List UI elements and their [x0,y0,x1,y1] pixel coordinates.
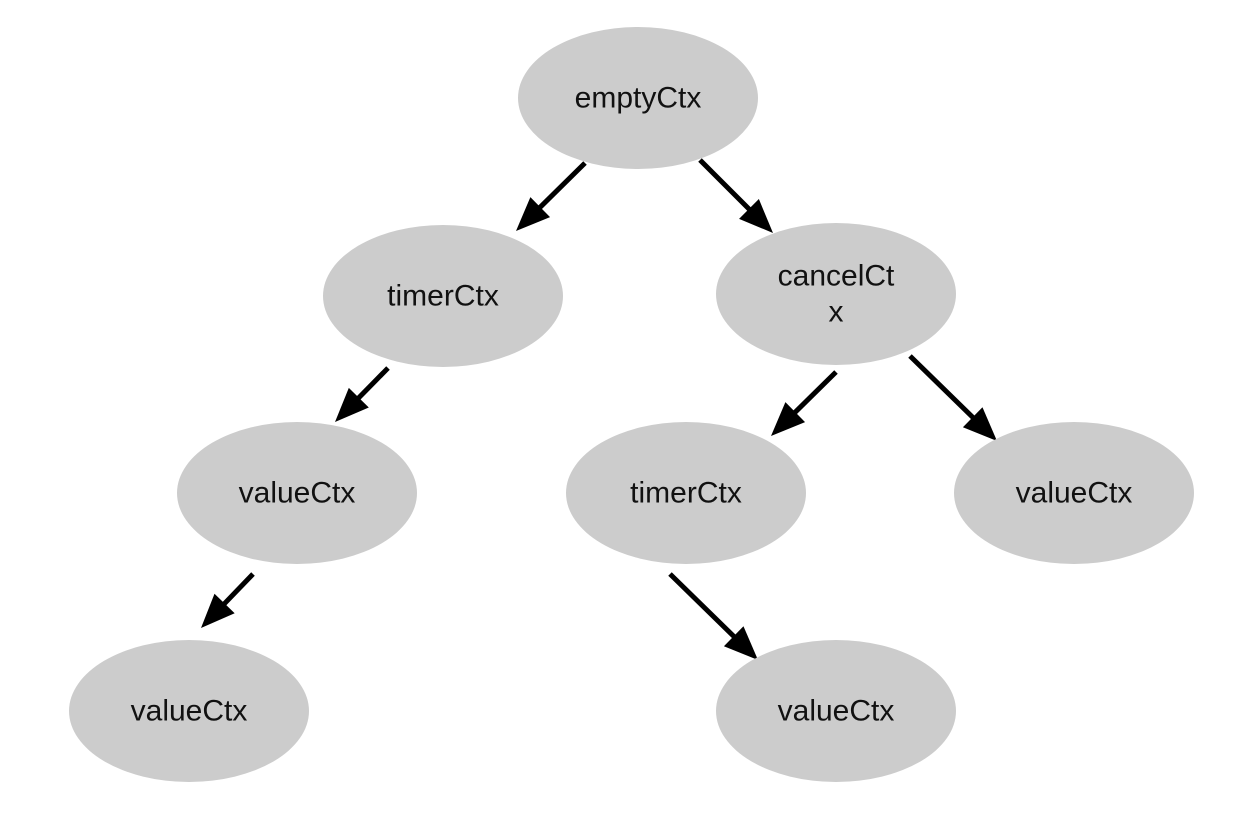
arrowhead-icon [201,593,235,628]
edge-line [537,161,587,211]
edge-line [355,366,390,401]
node-ellipse [716,640,956,782]
node-ellipse [69,640,309,782]
node-label: valueCtx [778,695,895,728]
node-label: valueCtx [131,695,248,728]
arrowhead-icon [516,197,551,231]
arrowhead-icon [962,407,997,441]
node-n4: timerCtx [566,422,806,564]
node-n0: emptyCtx [518,27,758,169]
edge-line [668,572,737,640]
edge-arrow-n2-n4 [771,370,838,436]
edge-line [698,158,753,213]
node-label: x [829,296,844,329]
node-ellipse [177,422,417,564]
node-label: valueCtx [1016,477,1133,510]
arrowhead-icon [771,402,806,436]
node-n7: valueCtx [716,640,956,782]
node-n1: timerCtx [323,225,563,367]
node-n3: valueCtx [177,422,417,564]
node-label: timerCtx [630,477,742,510]
edge-line [908,354,976,421]
arrowhead-icon [739,199,773,233]
edge-arrow-n2-n5 [908,354,997,441]
node-ellipse [566,422,806,564]
arrowhead-icon [723,626,758,660]
node-label: emptyCtx [575,82,702,115]
node-ellipse [716,223,956,365]
edge-arrow-n0-n1 [516,161,587,231]
edge-arrow-n4-n7 [668,572,758,660]
node-ellipse [518,27,758,169]
edge-arrow-n0-n2 [698,158,773,233]
edge-arrow-n1-n3 [335,366,390,422]
edge-arrow-n3-n6 [201,572,255,628]
node-n6: valueCtx [69,640,309,782]
edge-line [792,370,838,416]
edge-line [221,572,255,607]
node-ellipse [954,422,1194,564]
node-label: cancelCt [778,260,895,293]
arrowhead-icon [335,387,369,422]
node-n5: valueCtx [954,422,1194,564]
node-ellipse [323,225,563,367]
edges-layer [201,158,997,660]
node-label: valueCtx [239,477,356,510]
node-label: timerCtx [387,280,499,313]
